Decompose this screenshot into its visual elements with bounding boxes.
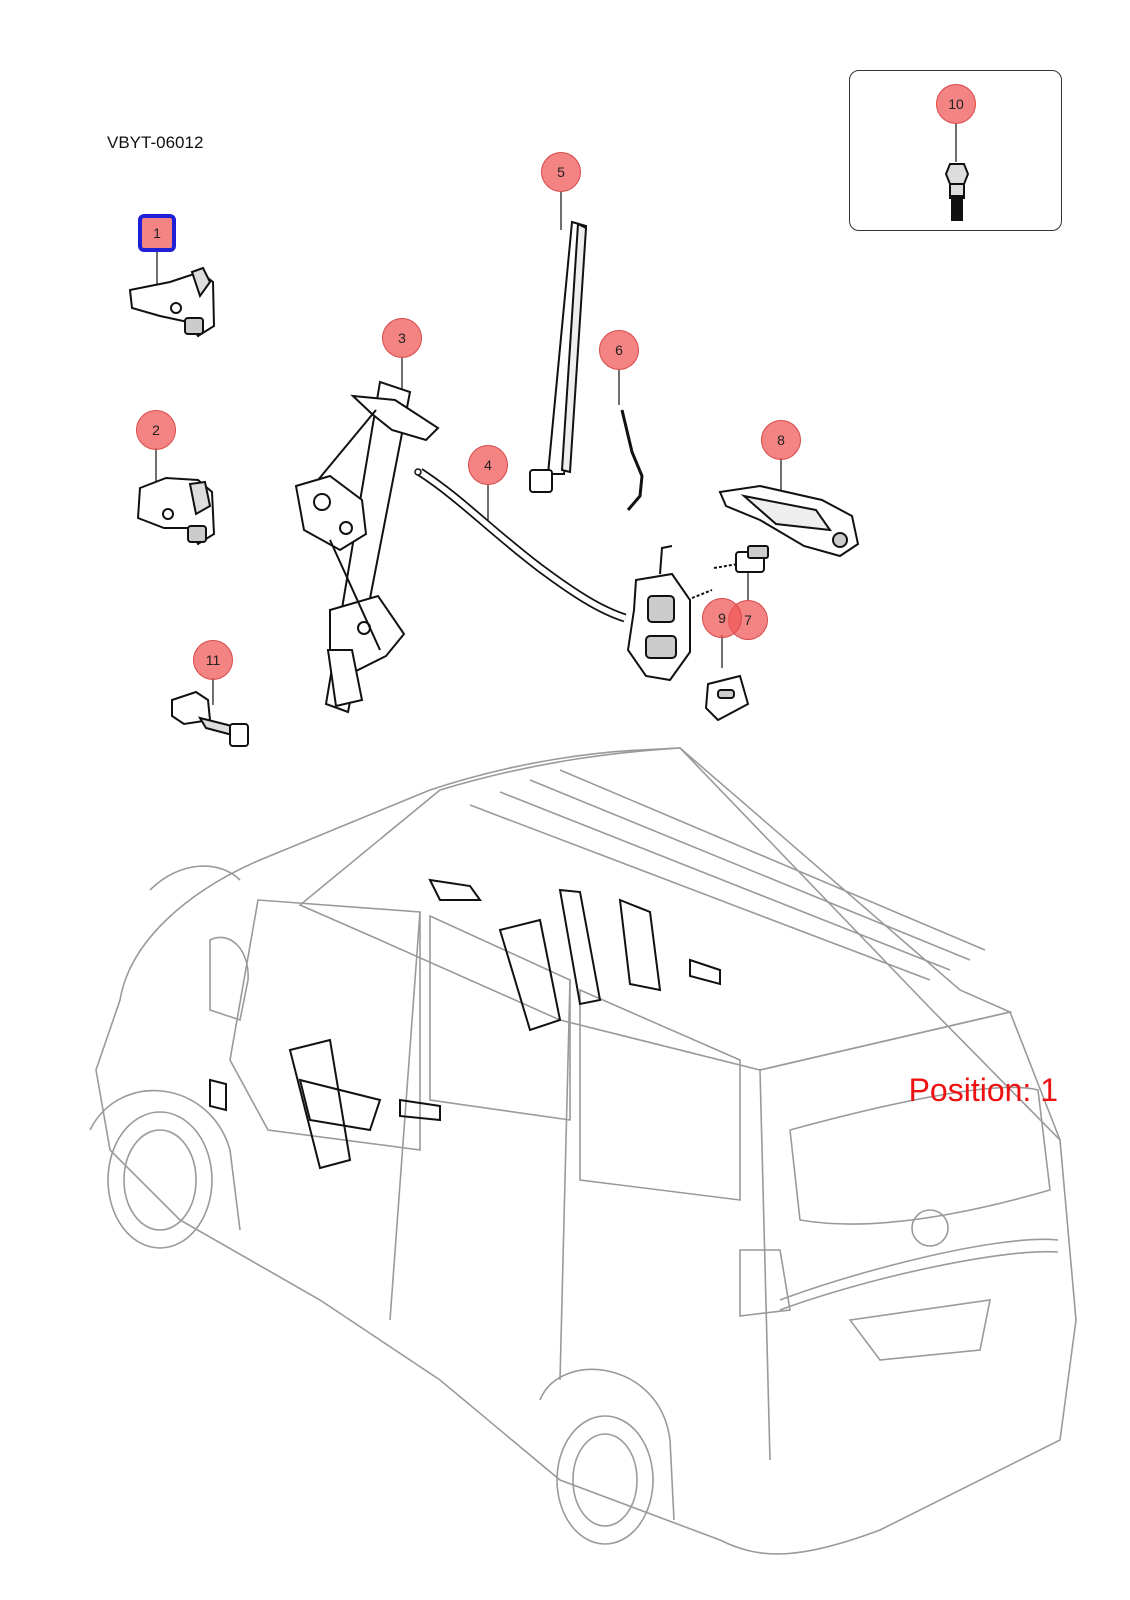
callout-8[interactable]: 8 xyxy=(761,420,801,460)
callout-6[interactable]: 6 xyxy=(599,330,639,370)
hinge-upper-part xyxy=(128,266,216,338)
hinge-lower-part xyxy=(136,476,216,546)
leader-lines xyxy=(155,123,957,705)
drawing-code: VBYT-06012 xyxy=(107,133,204,152)
callout-10[interactable]: 10 xyxy=(936,84,976,124)
mounted-parts-on-van xyxy=(209,878,721,1170)
door-cable-part xyxy=(414,468,627,623)
callout-9[interactable]: 9 xyxy=(702,598,742,638)
door-latch-part xyxy=(626,545,713,682)
callout-11[interactable]: 11 xyxy=(193,640,233,680)
bolt-part xyxy=(944,163,970,221)
door-handle-part xyxy=(718,484,860,558)
position-indicator: Position: 1 xyxy=(908,1072,1058,1108)
striker-part xyxy=(704,674,750,722)
lock-cylinder-part xyxy=(713,545,769,573)
callout-5[interactable]: 5 xyxy=(541,152,581,192)
window-regulator-part xyxy=(294,380,440,714)
window-channel-part xyxy=(529,220,588,493)
callout-4[interactable]: 4 xyxy=(468,445,508,485)
callout-2[interactable]: 2 xyxy=(136,410,176,450)
fastener-inset-box xyxy=(849,70,1062,231)
van-body-outline xyxy=(89,747,1077,1555)
callout-1[interactable]: 1 xyxy=(138,214,176,252)
lock-rod-part xyxy=(620,409,644,511)
door-check-part xyxy=(171,690,249,747)
callout-3[interactable]: 3 xyxy=(382,318,422,358)
